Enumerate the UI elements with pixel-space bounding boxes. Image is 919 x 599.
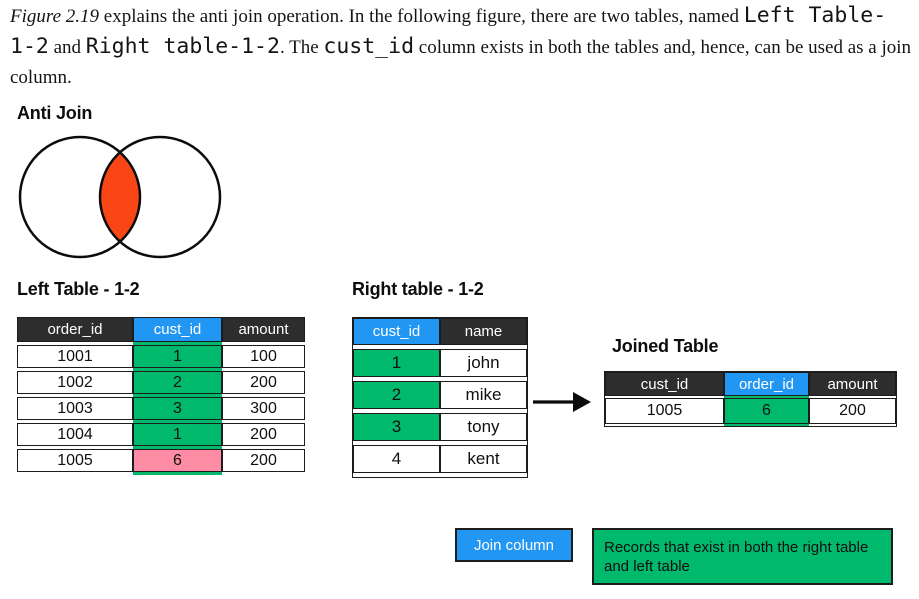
caption-segment: explains the anti join operation. In the… <box>99 6 744 27</box>
right-table-cell-name-row1: mike <box>440 381 527 409</box>
legend-matching-records-badge: Records that exist in both the right tab… <box>592 528 893 585</box>
right-table-cell-cust_id-row0: 1 <box>353 349 440 377</box>
left-table-cell-order_id-row3: 1004 <box>17 423 133 446</box>
left-table-cell-amount-row2: 300 <box>222 397 305 420</box>
right-table-column-name: name john mike tony kent <box>440 318 527 477</box>
right-table-cell-cust_id-row2: 3 <box>353 413 440 441</box>
venn-diagram-anti-join <box>18 135 222 259</box>
caption-segment: and <box>48 37 86 58</box>
joined-table-header-cust_id: cust_id <box>605 372 724 396</box>
left-table-header-order_id: order_id <box>17 317 133 342</box>
venn-right-circle <box>98 135 222 259</box>
left-table-cell-order_id-row4: 1005 <box>17 449 133 472</box>
left-table-column-cust_id: cust_id 1 2 3 1 6 <box>133 317 222 475</box>
left-table-column-order_id: order_id 1001 1002 1003 1004 1005 <box>17 317 133 475</box>
joined-table-title: Joined Table <box>612 336 719 356</box>
right-table-cell-name-row2: tony <box>440 413 527 441</box>
left-table-cell-amount-row1: 200 <box>222 371 305 394</box>
arrow-head <box>573 392 591 412</box>
right-table: cust_id 1 2 3 4 name john mike tony kent <box>352 317 528 478</box>
right-table-column-cust_id: cust_id 1 2 3 4 <box>353 318 440 477</box>
right-table-cell-name-row0: john <box>440 349 527 377</box>
caption-segment: Left Table-1-2 <box>10 3 887 59</box>
figure-caption-paragraph: Figure 2.19 explains the anti join opera… <box>10 1 912 93</box>
left-table-cell-amount-row3: 200 <box>222 423 305 446</box>
caption-segment: column exists in both the tables and, he… <box>10 37 912 88</box>
caption-segment: Figure 2.19 <box>10 6 100 27</box>
caption-segment: . The <box>279 37 324 58</box>
venn-left-circle <box>18 135 142 259</box>
right-table-title: Right table - 1-2 <box>352 279 484 299</box>
left-table-cell-cust_id-row4: 6 <box>133 449 222 472</box>
caption-segment: cust_id <box>323 34 415 59</box>
left-table-cell-order_id-row2: 1003 <box>17 397 133 420</box>
right-table-header-name: name <box>440 318 527 345</box>
left-table-cell-order_id-row0: 1001 <box>17 345 133 368</box>
join-result-arrow <box>533 392 591 412</box>
joined-table-cell-order_id-row0: 6 <box>724 398 809 424</box>
joined-table-header-order_id: order_id <box>724 372 809 396</box>
legend-join-column-badge: Join column <box>455 528 573 562</box>
left-table-cell-cust_id-row1: 2 <box>133 371 222 394</box>
right-table-header-cust_id: cust_id <box>353 318 440 345</box>
left-table-column-amount: amount 100 200 300 200 200 <box>222 317 305 475</box>
left-table: order_id 1001 1002 1003 1004 1005 cust_id 1 2 3 1 6… <box>17 317 305 475</box>
left-table-cell-amount-row4: 200 <box>222 449 305 472</box>
left-table-cell-cust_id-row3: 1 <box>133 423 222 446</box>
anti-join-heading: Anti Join <box>17 103 93 123</box>
venn-intersection-lens <box>100 152 140 242</box>
right-table-cell-cust_id-row1: 2 <box>353 381 440 409</box>
left-table-title: Left Table - 1-2 <box>17 279 140 299</box>
joined-table-header-amount: amount <box>809 372 896 396</box>
joined-table-cell-amount-row0: 200 <box>809 398 896 424</box>
left-table-header-amount: amount <box>222 317 305 342</box>
left-table-cell-cust_id-row2: 3 <box>133 397 222 420</box>
left-table-cell-cust_id-row0: 1 <box>133 345 222 368</box>
right-table-cell-name-row3: kent <box>440 445 527 473</box>
left-table-header-cust_id: cust_id <box>133 317 222 342</box>
right-table-cell-cust_id-row3: 4 <box>353 445 440 473</box>
joined-table-cell-cust_id-row0: 1005 <box>605 398 724 424</box>
left-table-cell-order_id-row1: 1002 <box>17 371 133 394</box>
caption-segment: Right table-1-2 <box>85 34 280 59</box>
left-table-cell-amount-row0: 100 <box>222 345 305 368</box>
